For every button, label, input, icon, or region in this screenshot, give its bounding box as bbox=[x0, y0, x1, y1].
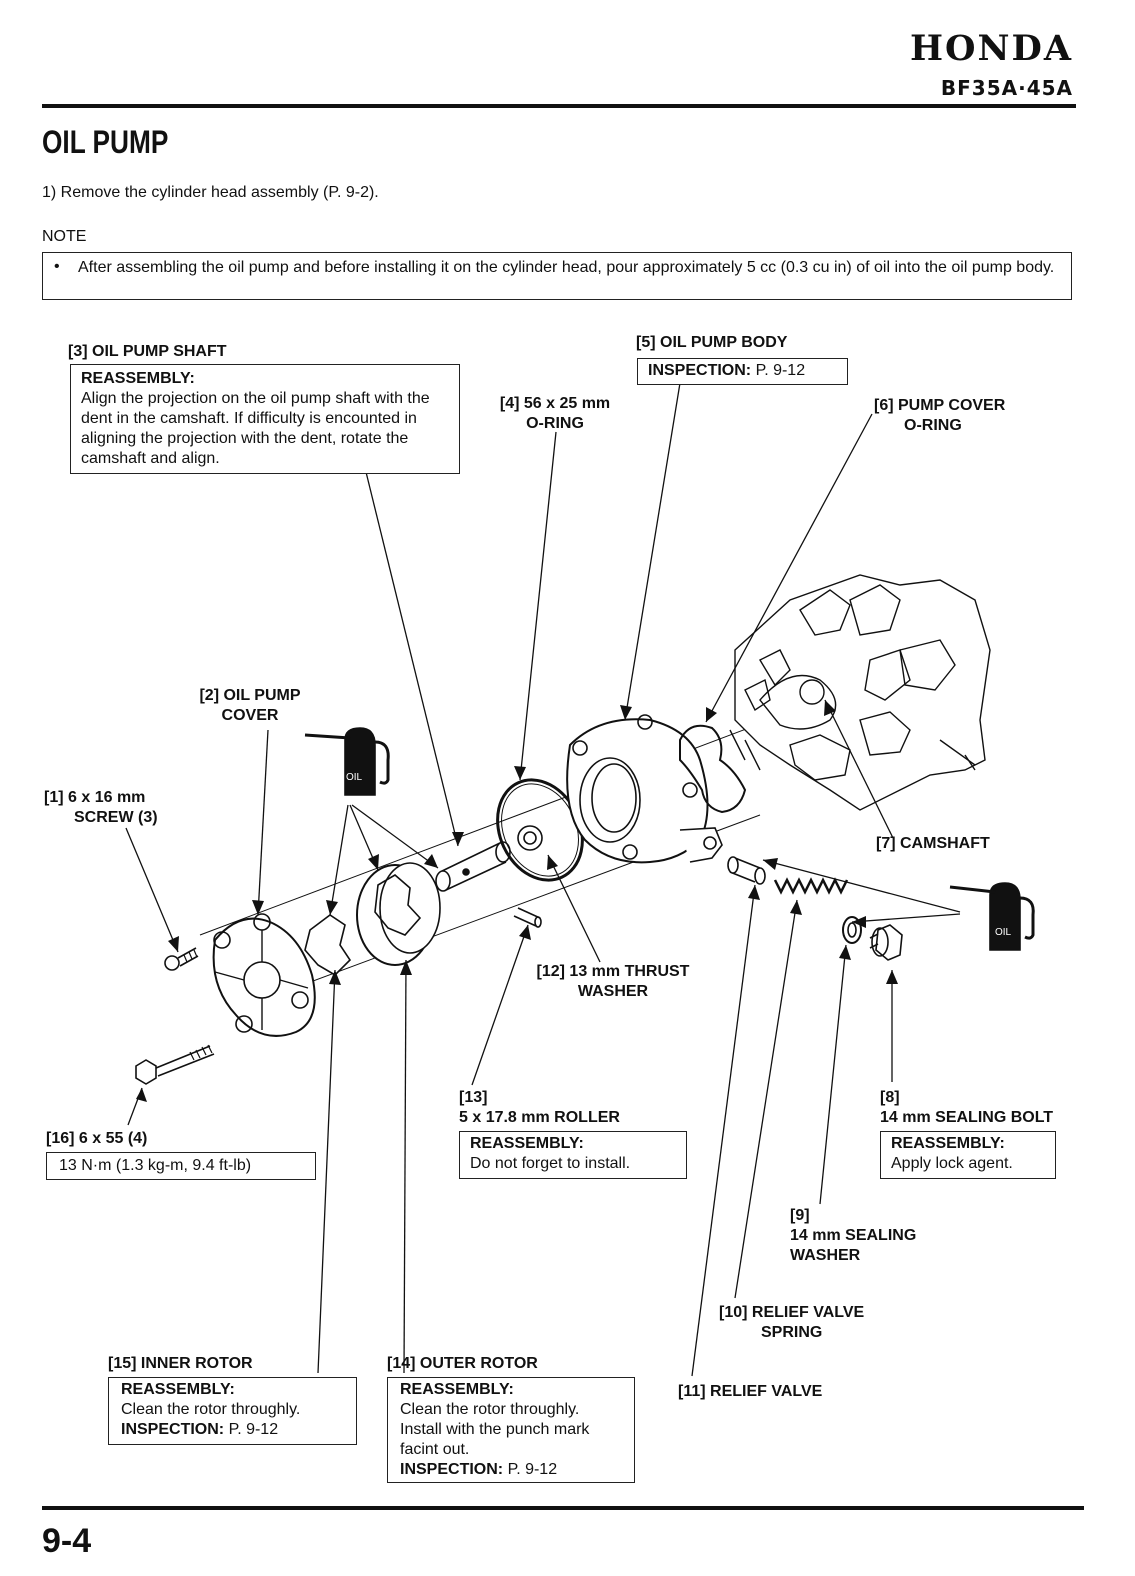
callout-8-label: [8] 14 mm SEALING BOLT bbox=[880, 1088, 1053, 1128]
callout-13-text: Do not forget to install. bbox=[470, 1155, 631, 1172]
callout-13-heading: REASSEMBLY: bbox=[470, 1135, 584, 1152]
cylinder-head-camshaft-7 bbox=[729, 574, 991, 811]
note-text: After assembling the oil pump and before… bbox=[78, 259, 1055, 276]
callout-3-label: [3] OIL PUMP SHAFT bbox=[68, 343, 227, 360]
screw-1 bbox=[164, 947, 199, 971]
arrowheads bbox=[136, 700, 898, 1102]
oil-can-left-icon bbox=[304, 727, 390, 796]
pump-cover-o-ring-6 bbox=[679, 724, 747, 814]
sealing-bolt-8 bbox=[869, 924, 903, 961]
callout-5-box: INSPECTION: P. 9-12 bbox=[637, 358, 848, 385]
callout-13-num: [13] bbox=[459, 1089, 488, 1106]
callout-8-box: REASSEMBLY: Apply lock agent. bbox=[880, 1131, 1056, 1179]
pump-shaft-3 bbox=[435, 841, 511, 892]
callout-16-torque: 13 N·m (1.3 kg-m, 9.4 ft-lb) bbox=[59, 1157, 252, 1174]
callout-14-label: [14] OUTER ROTOR bbox=[387, 1355, 538, 1372]
callout-1-line2: SCREW (3) bbox=[74, 809, 158, 826]
callout-9-line1: 14 mm SEALING bbox=[790, 1227, 917, 1244]
callout-16-label: [16] 6 x 55 (4) bbox=[46, 1130, 148, 1147]
callout-12-line2: WASHER bbox=[577, 983, 649, 1000]
pump-body-5 bbox=[566, 714, 723, 864]
note-bullet: • bbox=[54, 258, 60, 275]
callout-8-num: [8] bbox=[880, 1089, 900, 1106]
callout-1-num: [1] bbox=[44, 789, 64, 806]
callout-14-text: Clean the rotor throughly. Install with … bbox=[400, 1401, 590, 1458]
page-title: OIL PUMP bbox=[42, 124, 169, 160]
long-bolt-16 bbox=[135, 1044, 215, 1085]
model-name: BF35A·45A bbox=[940, 76, 1073, 100]
callout-9-label: [9] 14 mm SEALING WASHER bbox=[790, 1206, 916, 1266]
callout-12-line1: [12] 13 mm THRUST bbox=[536, 963, 690, 980]
callout-13-box: REASSEMBLY: Do not forget to install. bbox=[459, 1131, 687, 1179]
leader-lines bbox=[125, 382, 961, 1377]
callout-1-label: [1] 6 x 16 mm SCREW (3) bbox=[44, 788, 158, 828]
pump-cover-2 bbox=[212, 913, 316, 1037]
callout-15-inspection-ref: P. 9-12 bbox=[228, 1421, 279, 1438]
callout-2-line1: [2] OIL PUMP bbox=[199, 687, 301, 704]
callout-6-label: [6] PUMP COVER O-RING bbox=[874, 396, 1005, 436]
header-rule bbox=[42, 104, 1076, 108]
callout-14-box: REASSEMBLY: Clean the rotor throughly. I… bbox=[387, 1377, 635, 1483]
oil-can-left-label: OIL bbox=[346, 772, 363, 783]
callout-4-line2: O-RING bbox=[526, 415, 584, 432]
callout-8-text: Apply lock agent. bbox=[891, 1155, 1013, 1172]
thrust-washer-12 bbox=[517, 825, 543, 851]
callout-13-name: 5 x 17.8 mm ROLLER bbox=[459, 1109, 620, 1126]
callout-8-name: 14 mm SEALING BOLT bbox=[880, 1109, 1054, 1126]
oil-can-right-icon bbox=[949, 882, 1035, 951]
roller-pin-13 bbox=[513, 907, 542, 928]
callout-9-line2: WASHER bbox=[790, 1247, 861, 1264]
callout-4-line1: [4] 56 x 25 mm bbox=[499, 395, 611, 412]
inner-rotor-15 bbox=[304, 914, 352, 977]
callout-6-line1: [6] PUMP COVER bbox=[874, 397, 1006, 414]
callout-3-heading: REASSEMBLY: bbox=[81, 370, 195, 387]
callout-3-box: REASSEMBLY: Align the projection on the … bbox=[70, 364, 460, 474]
sealing-washer-9 bbox=[842, 916, 862, 944]
callout-10-line2: SPRING bbox=[761, 1324, 823, 1341]
footer-rule bbox=[42, 1506, 1084, 1510]
callout-4-label: [4] 56 x 25 mm O-RING bbox=[470, 394, 640, 434]
relief-valve-spring-10 bbox=[773, 877, 849, 895]
page-number: 9-4 bbox=[42, 1522, 92, 1560]
callout-2-label: [2] OIL PUMP COVER bbox=[170, 686, 330, 726]
callout-7-label: [7] CAMSHAFT bbox=[876, 835, 990, 852]
step-1: 1) Remove the cylinder head assembly (P.… bbox=[42, 184, 379, 201]
callout-14-inspection-label: INSPECTION: bbox=[400, 1461, 504, 1478]
callout-10-label: [10] RELIEF VALVE SPRING bbox=[719, 1303, 864, 1343]
note-label: NOTE bbox=[42, 228, 87, 245]
brand-logo: HONDA bbox=[909, 28, 1073, 69]
callout-1-line1: 6 x 16 mm bbox=[68, 789, 146, 806]
callout-16-torque-box: 13 N·m (1.3 kg-m, 9.4 ft-lb) bbox=[46, 1152, 316, 1180]
callout-14-heading: REASSEMBLY: bbox=[400, 1381, 514, 1398]
outer-rotor-14 bbox=[356, 862, 441, 966]
callout-15-heading: REASSEMBLY: bbox=[121, 1381, 235, 1398]
callout-12-label: [12] 13 mm THRUST WASHER bbox=[528, 962, 698, 1002]
callout-15-box: REASSEMBLY: Clean the rotor throughly. I… bbox=[108, 1377, 357, 1445]
relief-valve-11 bbox=[727, 856, 766, 885]
callout-15-label: [15] INNER ROTOR bbox=[108, 1355, 253, 1372]
callout-9-num: [9] bbox=[790, 1207, 810, 1224]
callout-11-label: [11] RELIEF VALVE bbox=[678, 1383, 823, 1400]
callout-3-text: Align the projection on the oil pump sha… bbox=[81, 390, 430, 467]
callout-5-inspection-ref: P. 9-12 bbox=[755, 362, 806, 379]
callout-6-line2: O-RING bbox=[904, 417, 962, 434]
callout-5-label: [5] OIL PUMP BODY bbox=[636, 334, 788, 351]
callout-2-line2: COVER bbox=[221, 707, 279, 724]
oil-can-right-label: OIL bbox=[995, 927, 1012, 938]
callout-14-inspection-ref: P. 9-12 bbox=[507, 1461, 558, 1478]
callout-10-line1: [10] RELIEF VALVE bbox=[719, 1304, 865, 1321]
callout-5-inspection-label: INSPECTION: bbox=[648, 362, 752, 379]
callout-13-label: [13] 5 x 17.8 mm ROLLER bbox=[459, 1088, 620, 1128]
callout-8-heading: REASSEMBLY: bbox=[891, 1135, 1005, 1152]
callout-15-inspection-label: INSPECTION: bbox=[121, 1421, 225, 1438]
callout-15-text: Clean the rotor throughly. bbox=[121, 1401, 301, 1418]
note-box bbox=[42, 252, 1072, 300]
